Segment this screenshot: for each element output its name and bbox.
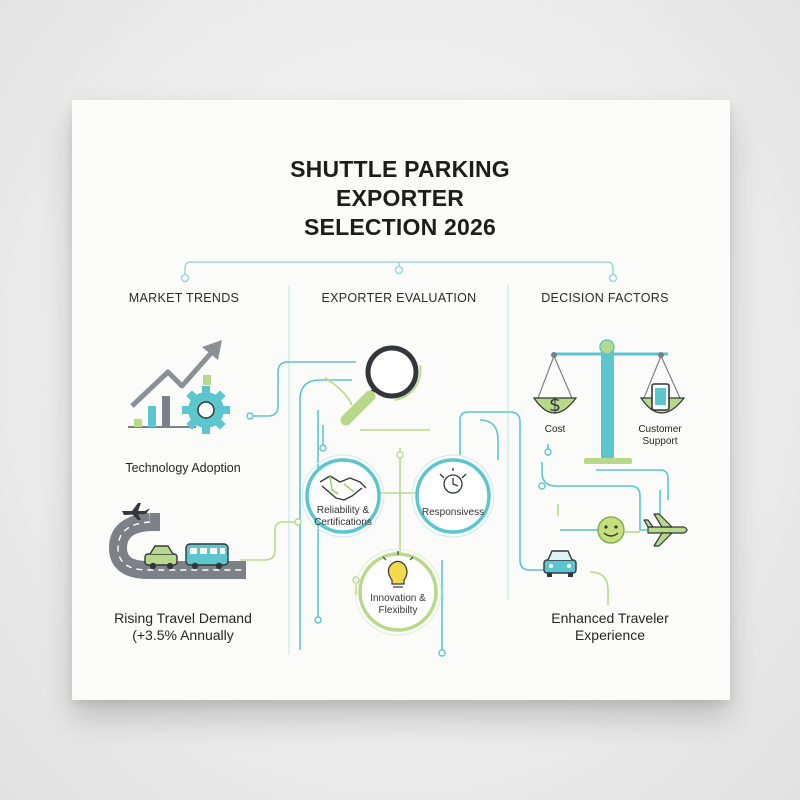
- reliability-line-1: Reliability &: [316, 505, 370, 516]
- traveler-experience-line-1: Enhanced Traveler: [551, 610, 669, 626]
- title-line-1: SHUTTLE PARKING: [290, 156, 510, 182]
- responsiveness-label: Responsivess: [421, 507, 485, 518]
- reliability-circle: [301, 454, 385, 538]
- customer-support-line-2: Support: [642, 436, 678, 447]
- innovation-line-2: Flexibilty: [378, 605, 418, 616]
- airplane-icon: [643, 513, 688, 547]
- car-front-icon: [543, 550, 577, 577]
- innovation-line-1: Innovation &: [370, 593, 426, 604]
- technology-adoption-label: Technology Adoption: [125, 461, 241, 475]
- magnifier-icon: [340, 345, 422, 426]
- title-line-3: SELECTION 2026: [304, 214, 496, 240]
- travel-demand-line-1: Rising Travel Demand: [114, 610, 252, 626]
- reliability-line-2: Certifications: [314, 517, 372, 528]
- shuttle-bus-icon: [185, 543, 229, 570]
- cost-label: Cost: [544, 424, 566, 435]
- svg-text:$: $: [549, 394, 561, 416]
- car-icon: [144, 545, 178, 570]
- responsiveness-circle: [411, 454, 495, 538]
- travel-demand-label: Rising Travel Demand (+3.5% Annually: [78, 610, 288, 644]
- column-header-exporter-evaluation: EXPORTER EVALUATION: [321, 291, 477, 305]
- connector-dots: [246, 412, 552, 657]
- road-icon: [108, 513, 246, 579]
- page-title: SHUTTLE PARKING EXPORTER SELECTION 2026: [0, 155, 800, 242]
- column-header-decision-factors: DECISION FACTORS: [541, 291, 669, 305]
- traveler-experience-label: Enhanced Traveler Experience: [510, 610, 710, 644]
- customer-support-label: Customer Support: [630, 424, 690, 448]
- smiley-icon: [597, 516, 625, 544]
- column-header-market-trends: MARKET TRENDS: [128, 291, 240, 305]
- title-line-2: EXPORTER: [335, 185, 465, 211]
- balance-scale-icon: [532, 339, 686, 464]
- clock-chat-icon: [439, 468, 467, 494]
- dollar-icon: $: [549, 394, 561, 416]
- trend-chart-icon: [128, 340, 222, 428]
- top-bracket: [180, 261, 618, 283]
- innovation-label: Innovation & Flexibilty: [358, 593, 438, 617]
- reliability-label: Reliability & Certifications: [303, 505, 383, 529]
- handshake-icon: [319, 475, 367, 501]
- plane-small-icon: [122, 503, 150, 520]
- column-dividers: [288, 285, 509, 655]
- travel-demand-line-2: (+3.5% Annually: [132, 627, 234, 643]
- traveler-experience-line-2: Experience: [574, 627, 646, 643]
- customer-support-line-1: Customer: [638, 424, 682, 435]
- lightbulb-icon: [382, 551, 414, 588]
- gear-icon: [182, 386, 230, 434]
- phone-icon: [651, 383, 670, 411]
